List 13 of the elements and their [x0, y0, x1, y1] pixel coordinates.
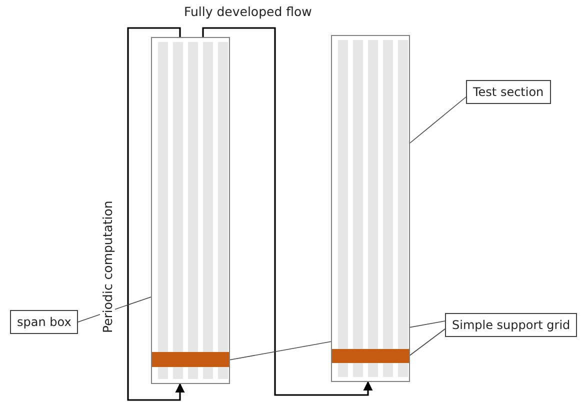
support-grid-bar	[152, 352, 229, 367]
callout-label: Simple support grid	[445, 313, 578, 337]
leader-line	[410, 96, 466, 144]
rod-bundle-drawing	[151, 37, 230, 384]
edge-label: Periodic computation	[100, 198, 115, 335]
support-grid-bar	[332, 349, 409, 363]
callout-label: span box	[10, 310, 78, 334]
arrow	[202, 27, 373, 396]
edge-label: Fully developed flow	[182, 4, 314, 19]
callout-label: Test section	[466, 80, 551, 104]
leader-line	[408, 328, 446, 356]
arrow	[127, 27, 185, 401]
rod-bundle-drawing	[331, 35, 410, 382]
